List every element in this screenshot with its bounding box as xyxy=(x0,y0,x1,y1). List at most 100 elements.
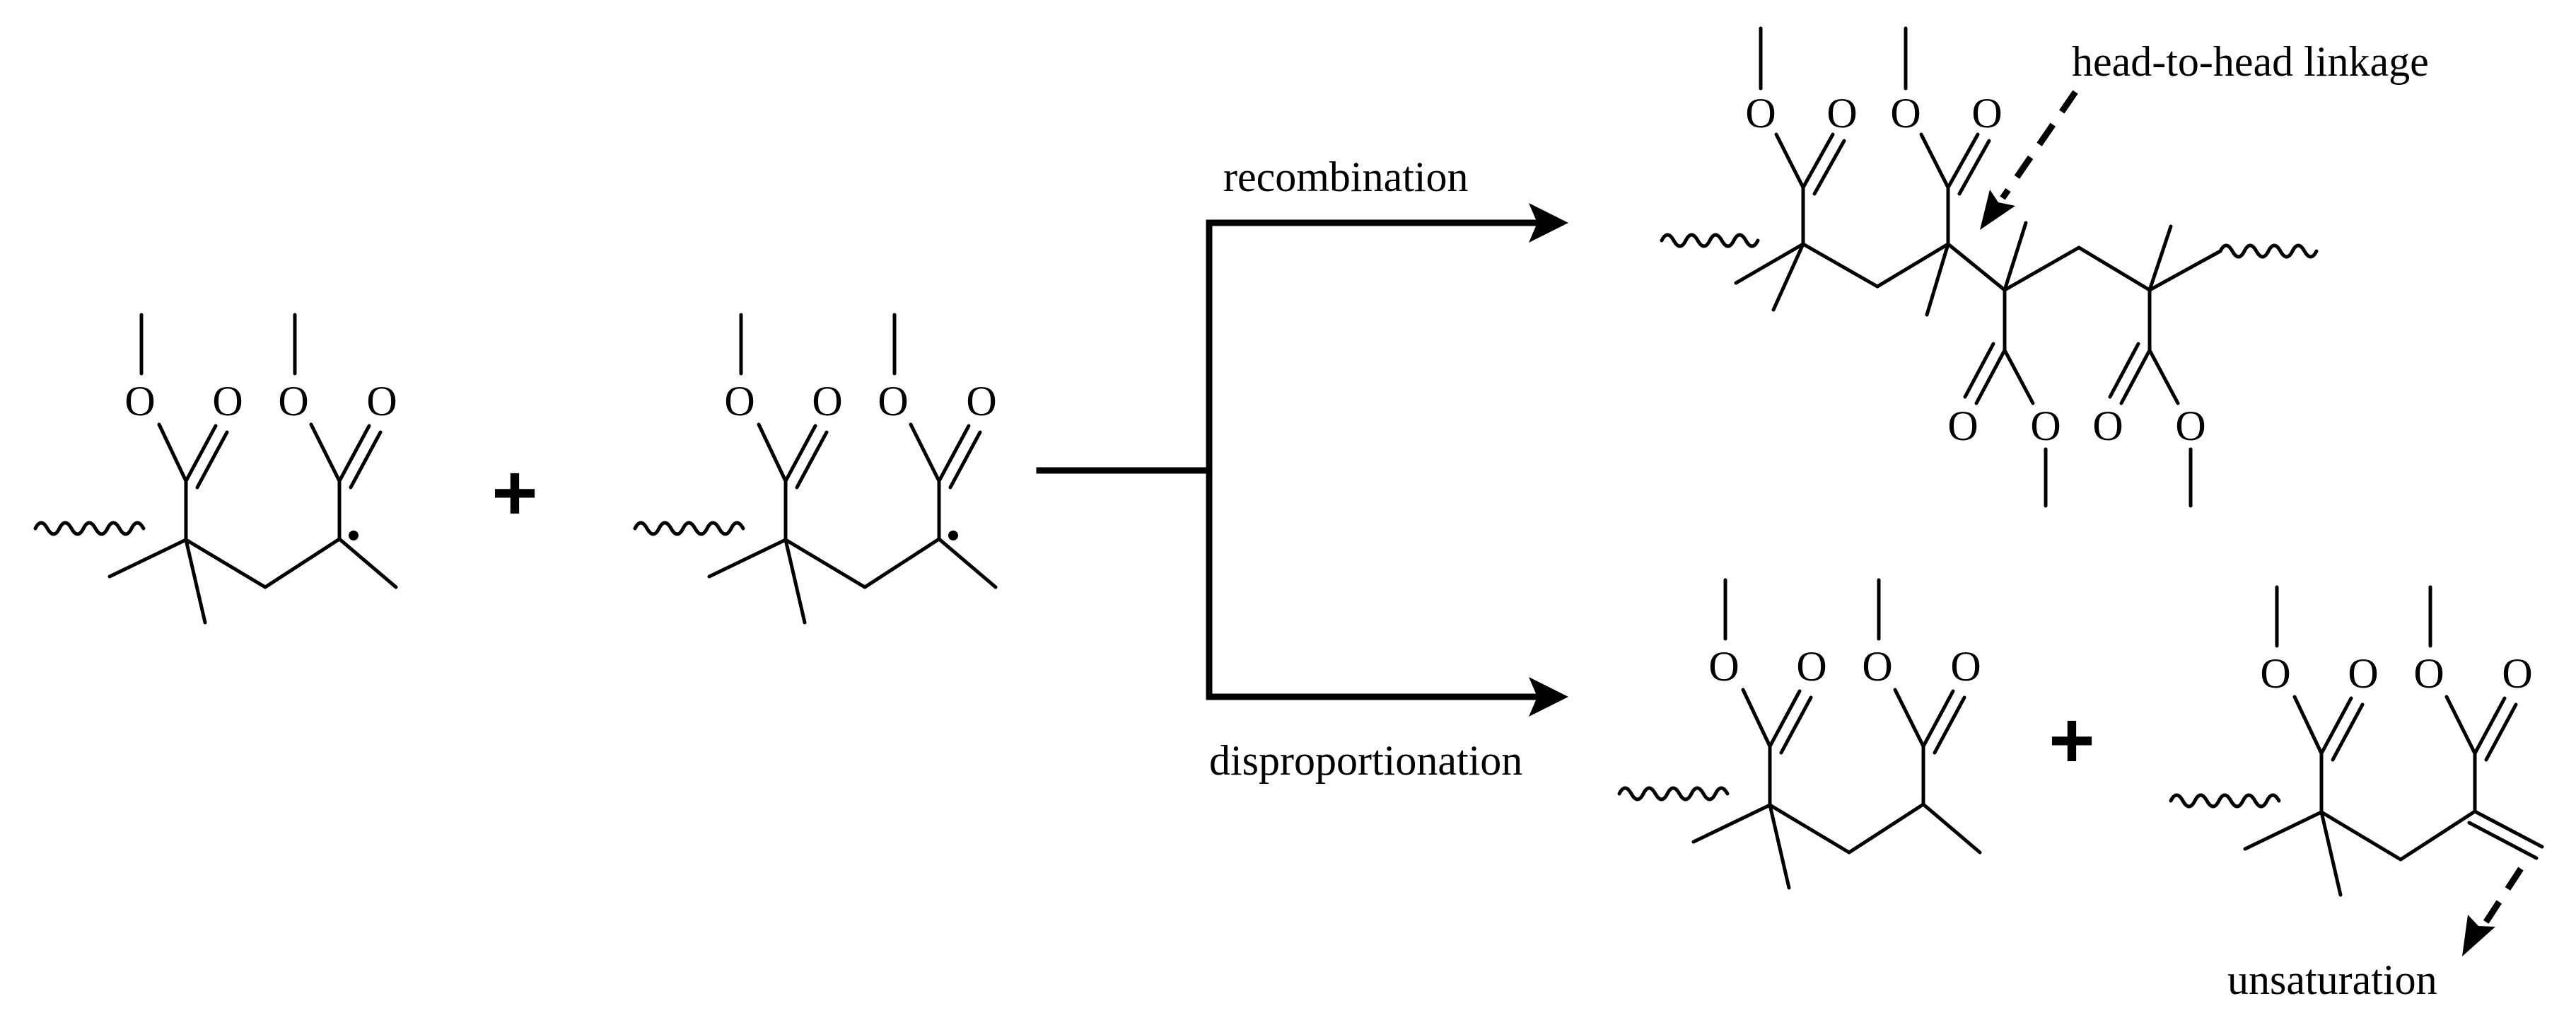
oxygen-label: O xyxy=(812,378,842,424)
ester-oxygen-bond xyxy=(2147,348,2180,405)
radical-dot xyxy=(948,531,958,540)
methyl-bond xyxy=(783,538,807,625)
backbone-bond xyxy=(863,537,941,589)
carbonyl-double-bond-b xyxy=(2108,342,2140,399)
polymer-chain-wavy-bond xyxy=(2169,793,2281,809)
ester-oxygen-bond xyxy=(1893,688,1925,748)
plus-sign: + xyxy=(2048,696,2094,785)
head-to-head-label: head-to-head linkage xyxy=(2072,38,2429,85)
methyl-bond xyxy=(1768,803,1791,890)
oxygen-label: O xyxy=(1862,643,1892,690)
oxygen-label: O xyxy=(2092,403,2123,449)
oxygen-label: O xyxy=(724,378,754,424)
backbone-bond xyxy=(1801,242,1879,289)
carbonyl-double-bond-a xyxy=(937,424,971,483)
carbonyl-double-bond-b xyxy=(195,430,229,490)
methyl-bond xyxy=(1925,242,1950,317)
oxygen-label: O xyxy=(2502,650,2532,697)
oxygen-label: O xyxy=(1971,90,2002,137)
plus-sign: + xyxy=(491,449,537,537)
oxygen-label: O xyxy=(878,378,908,424)
carbonyl-double-bond-a xyxy=(2473,696,2507,756)
methyl-bond xyxy=(2003,221,2028,292)
backbone-bond xyxy=(707,538,788,579)
oxygen-label: O xyxy=(212,378,243,424)
head-to-head-bond xyxy=(1946,242,2007,292)
backbone-bond xyxy=(107,538,188,579)
carbonyl-double-bond-a xyxy=(337,424,371,483)
ester-oxygen-bond xyxy=(309,422,342,483)
carbonyl-double-bond-a xyxy=(2319,696,2353,756)
disproportionation-arrowhead xyxy=(1529,677,1568,717)
backbone-bond xyxy=(2399,809,2477,862)
unsaturated-product: O O O O xyxy=(2169,585,2544,897)
oxygen-label: O xyxy=(2175,403,2205,449)
carbonyl-double-bond-a xyxy=(184,424,218,483)
carbonyl-double-bond-b xyxy=(948,430,982,490)
reactant-radical-2: O O O O xyxy=(633,313,998,625)
oxygen-label: O xyxy=(1745,90,1776,137)
reaction-arrows xyxy=(1036,203,1568,717)
backbone-bond xyxy=(1691,803,1772,844)
carbonyl-double-bond-a xyxy=(1974,348,2007,405)
backbone-bond xyxy=(2147,249,2222,292)
recombination-product: O O O O O O O O xyxy=(1660,26,2319,508)
carbonyl-double-bond-b xyxy=(1812,139,1846,196)
backbone-bond xyxy=(1847,802,1925,855)
carbonyl-double-bond-a xyxy=(2119,348,2152,405)
backbone-bond xyxy=(783,538,867,589)
ester-oxygen-bond xyxy=(757,422,788,483)
oxygen-label: O xyxy=(2030,403,2061,449)
backbone-bond xyxy=(2003,245,2081,292)
methyl-bond xyxy=(184,538,207,625)
methylene-double-bond-b xyxy=(2467,821,2539,860)
oxygen-label: O xyxy=(366,378,397,424)
oxygen-label: O xyxy=(124,378,155,424)
polymer-chain-wavy-bond xyxy=(1617,786,1730,802)
saturated-product: O O O O xyxy=(1617,578,1982,890)
disproportionation-label: disproportionation xyxy=(1209,737,1522,784)
oxygen-label: O xyxy=(1826,90,1857,137)
carbonyl-double-bond-b xyxy=(1779,695,1813,755)
methyl-bond xyxy=(1771,242,1805,312)
carbonyl-double-bond-b xyxy=(1933,695,1966,755)
oxygen-label: O xyxy=(1708,643,1739,690)
methylene-double-bond-a xyxy=(2473,809,2544,849)
carbonyl-double-bond-b xyxy=(1963,342,1995,399)
head-to-head-pointer xyxy=(2000,90,2078,200)
oxygen-label: O xyxy=(278,378,308,424)
oxygen-label: O xyxy=(1796,643,1826,690)
backbone-bond xyxy=(263,537,342,589)
carbonyl-double-bond-b xyxy=(1957,139,1991,196)
backbone-bond xyxy=(2243,810,2324,851)
ester-oxygen-bond xyxy=(1774,132,1805,190)
backbone-bond xyxy=(1768,803,1851,855)
ester-oxygen-bond xyxy=(157,422,188,483)
backbone-bond xyxy=(1734,242,1805,285)
ester-oxygen-bond xyxy=(1919,132,1950,190)
ester-oxygen-bond xyxy=(909,422,941,483)
backbone-bond xyxy=(184,538,267,589)
polymer-chain-wavy-bond xyxy=(2218,243,2319,259)
carbonyl-double-bond-b xyxy=(795,430,829,490)
unsaturation-label: unsaturation xyxy=(2227,956,2437,1003)
carbonyl-double-bond-a xyxy=(1801,132,1835,190)
oxygen-label: O xyxy=(1890,90,1921,137)
oxygen-label: O xyxy=(2348,650,2378,697)
radical-dot xyxy=(349,531,359,540)
reactant-radical-1: O O O O xyxy=(33,313,398,625)
carbonyl-double-bond-a xyxy=(1921,689,1955,748)
unsaturation-arrowhead xyxy=(2462,915,2495,956)
ester-oxygen-bond xyxy=(1741,688,1772,748)
backbone-bond xyxy=(2077,245,2152,292)
ester-oxygen-bond xyxy=(2444,695,2477,756)
oxygen-label: O xyxy=(2260,650,2290,697)
carbonyl-double-bond-a xyxy=(783,424,817,483)
carbonyl-double-bond-a xyxy=(1768,689,1802,748)
unsaturation-pointer xyxy=(2479,867,2524,930)
methyl-bond xyxy=(937,537,998,589)
methyl-bond xyxy=(2319,810,2343,897)
polymer-chain-wavy-bond xyxy=(1660,233,1760,248)
oxygen-label: O xyxy=(1950,643,1981,690)
